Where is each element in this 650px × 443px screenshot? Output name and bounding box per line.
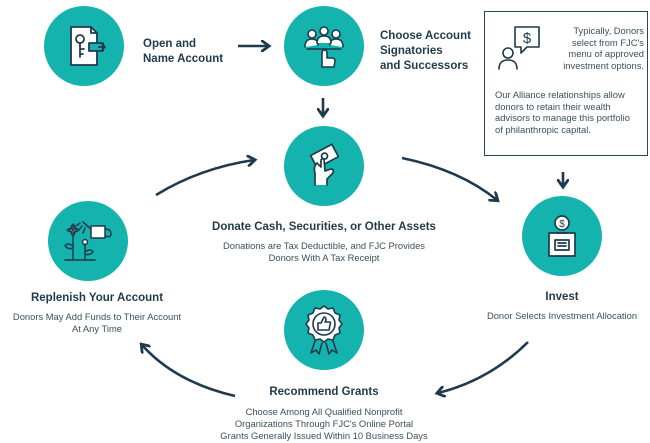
choose-signatories-circle (284, 6, 364, 86)
arrow-invest-to-recommend (438, 341, 529, 393)
donate-circle (284, 126, 364, 206)
invest-title: Invest (545, 291, 579, 303)
svg-text:$: $ (523, 30, 532, 47)
coin-box-icon: $ (548, 215, 576, 257)
open-account-title: Open and Name Account (143, 38, 224, 65)
replenish-title: Replenish Your Account (30, 292, 164, 304)
group-hand-icon (304, 26, 344, 68)
arrow-recommend-to-replenish (142, 345, 236, 398)
watering-can-flowers-icon (64, 221, 112, 261)
replenish-description: Donors May Add Funds to Their Account At… (12, 311, 182, 334)
thumbs-up-ribbon-icon (305, 305, 343, 355)
note-top-text: Typically, Donors select from FJC's menu… (563, 25, 644, 71)
donate-title: Donate Cash, Securities, or Other Assets (212, 221, 436, 233)
arrow-donate-to-invest (401, 156, 497, 200)
svg-text:$: $ (559, 219, 565, 230)
replenish-circle (48, 201, 128, 281)
arrow-replenish-to-donate (155, 160, 254, 197)
advisor-dollar-speech-icon: $ (498, 26, 540, 70)
document-key-icon (70, 26, 106, 66)
recommend-grants-title: Recommend Grants (269, 386, 379, 398)
recommend-grants-description: Choose Among All Qualified Nonprofit Org… (220, 406, 428, 441)
open-account-circle (44, 6, 124, 86)
donate-description: Donations are Tax Deductible, and FJC Pr… (222, 240, 425, 263)
invest-description: Donor Selects Investment Allocation (486, 310, 638, 321)
investment-note-box: $ Typically, Donors select from FJC's me… (484, 11, 648, 156)
note-bottom-text: Our Alliance relationships allow donors … (495, 89, 630, 135)
recommend-grants-circle (284, 290, 364, 370)
invest-circle: $ (522, 196, 602, 276)
choose-signatories-title: Choose Account Signatories and Successor… (380, 30, 471, 72)
hand-money-icon (309, 143, 340, 186)
